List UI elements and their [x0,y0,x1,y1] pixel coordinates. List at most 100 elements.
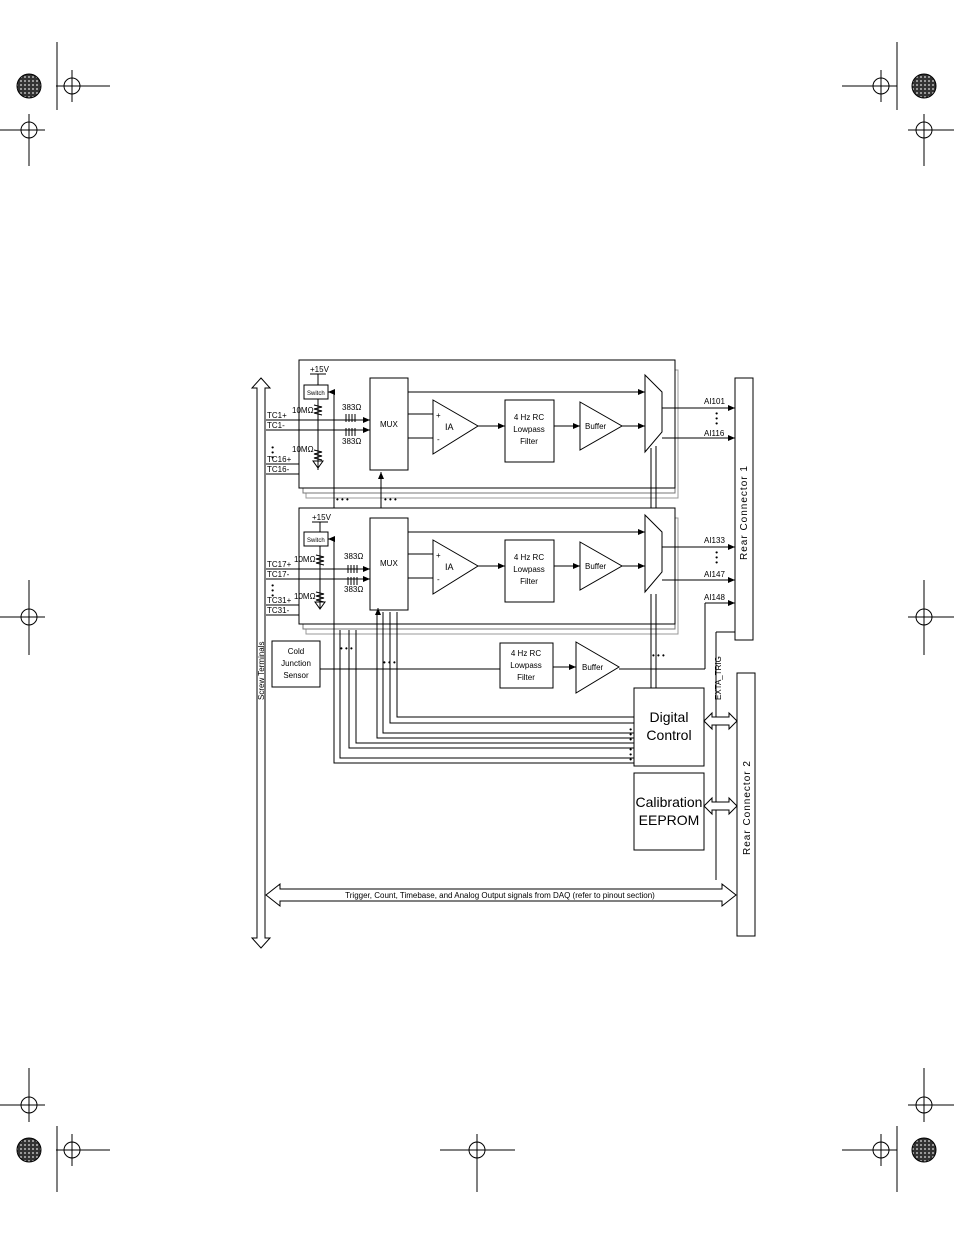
registration-marks [0,42,954,1192]
svg-text:4 Hz RC: 4 Hz RC [514,413,544,422]
buffer-label: Buffer [585,422,607,431]
svg-text:383Ω: 383Ω [344,585,363,594]
svg-text:• • •: • • • [712,551,721,564]
svg-text:Calibration: Calibration [636,794,703,810]
buffer-label: Buffer [582,663,604,672]
screw-terminals-bus: Screw Terminals [250,377,272,949]
svg-text:+: + [436,551,441,560]
svg-text:383Ω: 383Ω [342,403,361,412]
svg-text:• • •: • • • [336,495,349,504]
ai-label: AI133 [704,536,725,545]
ia-amplifier [432,399,479,455]
mux-block [369,517,409,611]
resistor-icon [315,591,325,603]
svg-text:Control: Control [646,727,691,743]
svg-text:Filter: Filter [520,437,538,446]
svg-text:4 Hz RC: 4 Hz RC [514,553,544,562]
ai-label: AI101 [704,397,725,406]
svg-text:383Ω: 383Ω [344,552,363,561]
svg-text:• • •: • • • [268,446,277,459]
svg-text:Lowpass: Lowpass [513,565,545,574]
ai-label: AI147 [704,570,725,579]
rear-connector-1: Rear Connector 1 [734,377,754,641]
svg-text:-: - [437,435,440,444]
ground-icon [314,601,326,610]
ia-label: IA [445,562,454,572]
lowpass-filter-block [504,539,555,603]
bus-label: Trigger, Count, Timebase, and Analog Out… [345,891,655,900]
svg-text:-: - [437,575,440,584]
rear-connector-2-label: Rear Connector 2 [742,760,753,855]
mux-label: MUX [380,559,398,568]
color-target-icon [16,1137,42,1163]
color-target-icon [16,73,42,99]
svg-text:• • •: • • • [340,644,353,653]
bidirectional-arrow-icon [703,711,738,731]
tc-label: TC1- [267,421,285,430]
svg-text:Filter: Filter [517,673,535,682]
output-mux [644,513,663,594]
svg-text:4 Hz RC: 4 Hz RC [511,649,541,658]
tc-label: TC31- [267,606,290,615]
resistor-icon [313,449,323,461]
mux-label: MUX [380,420,398,429]
svg-text:10MΩ: 10MΩ [292,445,314,454]
color-target-icon [911,1137,937,1163]
svg-text:• • •: • • • [712,412,721,425]
svg-text:10MΩ: 10MΩ [292,406,314,415]
tc-label: TC17- [267,570,290,579]
channel-bank-1: +15V Switch 10MΩ 10MΩ 383Ω 383Ω TC1+ TC1… [266,359,679,508]
svg-text:+: + [436,411,441,420]
supply-label: +15V [310,365,330,374]
channel-bank-2: +15V Switch 10MΩ 10MΩ 383Ω 383Ω TC17+ TC… [266,507,679,635]
ia-amplifier [432,539,479,595]
output-mux [644,373,663,454]
rear-connector-1-outputs: AI101 • • • AI116 [662,397,735,441]
tc-label: TC17+ [267,560,292,569]
svg-text:• • •: • • • [383,658,396,667]
svg-text:Cold: Cold [288,647,304,656]
svg-text:Sensor: Sensor [283,671,309,680]
control-lines [333,539,634,764]
cold-junction-path: Cold Junction Sensor 4 Hz RC Lowpass Fil… [271,640,705,694]
svg-text:EEPROM: EEPROM [639,812,700,828]
ai-label: AI116 [704,429,725,438]
bidirectional-arrow-icon [703,796,738,816]
extra-trig-label: EXTA_TRIG [714,656,723,700]
svg-text:• • •: • • • [626,748,635,761]
switch-label: Switch [307,538,325,544]
svg-text:• • •: • • • [384,495,397,504]
svg-text:• • •: • • • [652,651,665,660]
tc-label: TC31+ [267,596,292,605]
svg-text:Lowpass: Lowpass [513,425,545,434]
screw-terminals-label: Screw Terminals [257,641,266,700]
svg-text:• • •: • • • [268,584,277,597]
ia-label: IA [445,422,454,432]
svg-text:10MΩ: 10MΩ [294,592,316,601]
svg-text:Filter: Filter [520,577,538,586]
resistor-icon [313,404,323,416]
buffer-amplifier [575,641,620,694]
svg-text:Digital: Digital [650,709,689,725]
resistor-icon [315,554,325,566]
svg-text:Lowpass: Lowpass [510,661,542,670]
cold-junction-sensor [271,640,321,688]
ferrite-icon [347,565,358,573]
digital-control-block [633,687,705,767]
ferrite-icon [345,428,356,436]
calibration-eeprom-block [633,772,705,851]
ground-icon [312,460,324,469]
svg-text:383Ω: 383Ω [342,437,361,446]
supply-label: +15V [312,513,332,522]
switch-label: Switch [307,391,325,397]
color-target-icon [911,73,937,99]
lowpass-filter-block [504,399,555,463]
tc-label: TC16+ [267,455,292,464]
daq-signal-bus: Trigger, Count, Timebase, and Analog Out… [265,882,737,908]
svg-text:• • •: • • • [626,728,635,741]
mux-block [369,377,409,471]
rear-connector-2: Rear Connector 2 [736,672,756,937]
ai-label: AI148 [704,593,725,602]
svg-text:Junction: Junction [281,659,311,668]
